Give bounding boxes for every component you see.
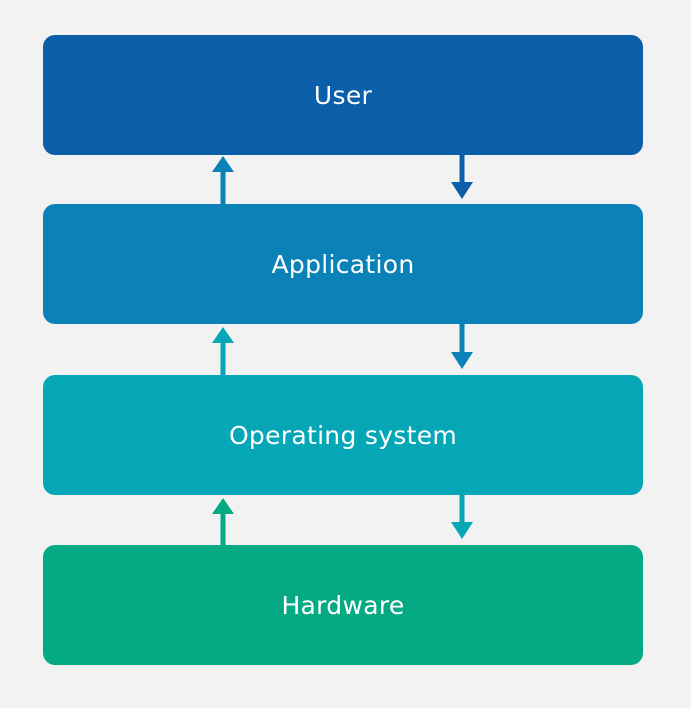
layer-hardware: Hardware (43, 545, 643, 665)
arrow-up-hardware-to-operating-system (212, 498, 234, 545)
arrow-down-user-to-application (451, 155, 473, 199)
layer-application-label: Application (271, 249, 415, 279)
layer-user: User (43, 35, 643, 155)
arrow-down-application-to-operating-system (451, 324, 473, 369)
arrow-down-operating-system-to-hardware (451, 495, 473, 539)
layer-hardware-label: Hardware (281, 590, 405, 620)
layer-user-label: User (313, 80, 373, 110)
layer-operating-system: Operating system (43, 375, 643, 495)
layer-application: Application (43, 204, 643, 324)
arrow-up-operating-system-to-application (212, 327, 234, 375)
layer-operating-system-label: Operating system (228, 420, 458, 450)
arrow-up-application-to-user (212, 156, 234, 204)
